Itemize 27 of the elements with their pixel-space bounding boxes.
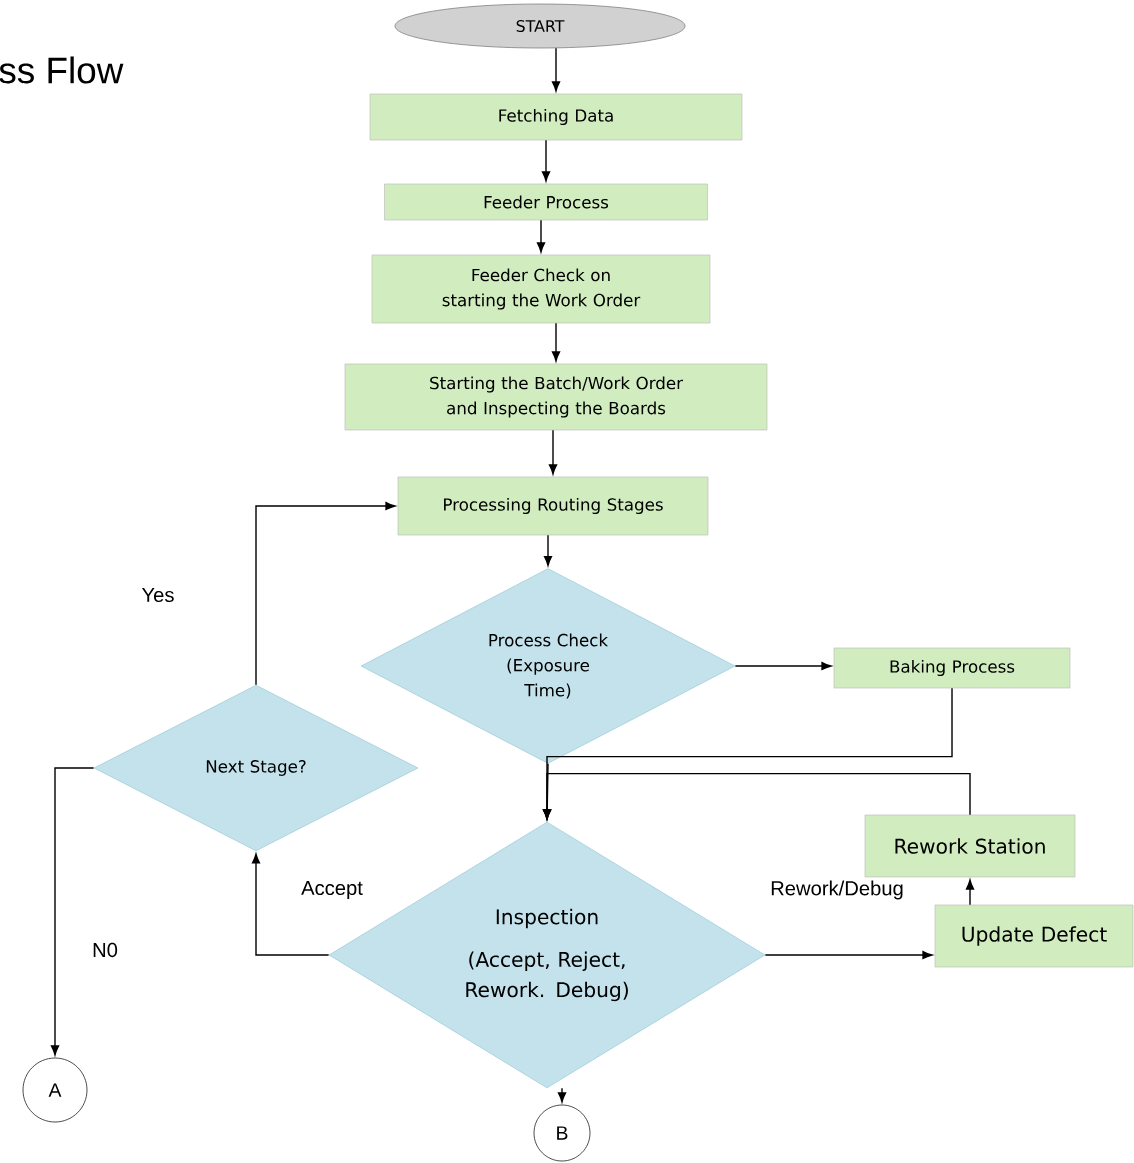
process-box: Feeder Check on starting the Work Order [371, 254, 711, 324]
arrow [50, 767, 95, 1056]
arrow [536, 219, 546, 253]
edge-label: Yes [139, 586, 177, 604]
arrow [764, 950, 933, 960]
process-box: Starting the Batch/Work Order and Inspecting the Boards [344, 363, 768, 431]
process-box: Rework Station [864, 814, 1076, 878]
edge-label: N0 [90, 941, 120, 959]
arrow [251, 853, 330, 956]
arrow [965, 879, 975, 906]
arrow [548, 429, 558, 475]
process-box: Processing Routing Stages [397, 476, 709, 536]
title: ss Flow [0, 56, 124, 84]
arrow [551, 322, 561, 362]
process-box: Update Defect [934, 904, 1134, 968]
process-box: Feeder Process [384, 183, 708, 221]
start-oval: START [394, 3, 686, 49]
arrow [551, 47, 561, 92]
arrow [543, 534, 553, 566]
edge-label: Rework/Debug [768, 878, 906, 902]
arrow [543, 763, 552, 820]
arrow [557, 1087, 567, 1103]
process-box: Fetching Data [369, 93, 743, 141]
arrow [255, 501, 396, 686]
arrow [541, 139, 551, 182]
process-box: Baking Process [833, 647, 1071, 689]
arrow [734, 661, 832, 671]
